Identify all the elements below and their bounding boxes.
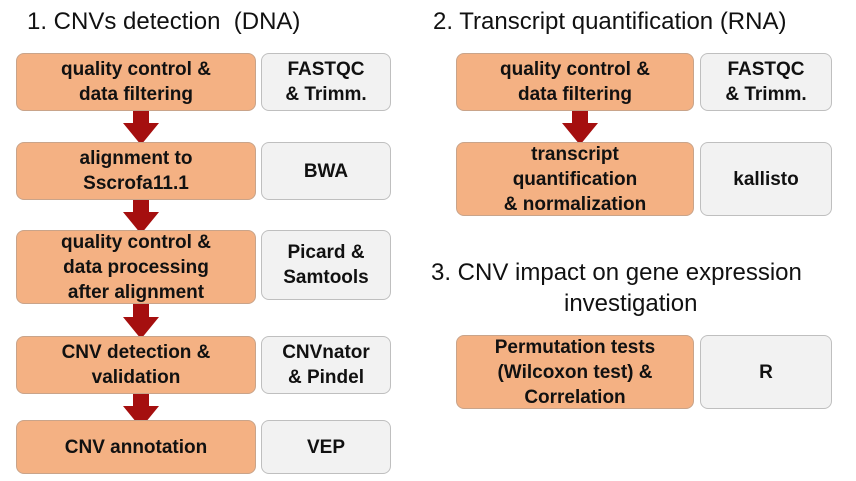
tool-box-fastqc: FASTQC & Trimm. [261,53,391,111]
step-box-cnv-detection: CNV detection & validation [16,336,256,394]
step-label: CNV annotation [64,436,208,458]
step-box-qc: quality control & data filtering [16,53,256,111]
tool-label: R [759,361,773,383]
tool-label: CNVnator & Pindel [282,342,370,388]
down-arrow-icon [123,301,159,339]
step-box-cnv-annotation: CNV annotation [16,420,256,474]
tool-label: VEP [306,436,346,458]
tool-label: kallisto [733,168,799,190]
step-box-rna-qc: quality control & data filtering [456,53,694,111]
down-arrow-icon [123,107,159,145]
tool-box-r: R [700,335,832,409]
tool-box-vep: VEP [261,420,391,474]
section1-title: 1. CNVs detection (DNA) [27,8,301,35]
step-box-qc-after-alignment: quality control & data processing after … [16,230,256,304]
step-box-permutation-tests: Permutation tests (Wilcoxon test) & Corr… [456,335,694,409]
step-label: alignment to Sscrofa11.1 [79,148,193,194]
step-label: CNV detection & validation [61,342,211,388]
step-label: quality control & data processing after … [61,231,211,303]
tool-box-kallisto: kallisto [700,142,832,216]
down-arrow-icon [123,390,159,428]
step-label: quality control & data filtering [500,59,650,105]
tool-label: FASTQC & Trimm. [725,59,807,105]
step-label: quality control & data filtering [61,59,211,105]
tool-label: Picard & Samtools [283,242,369,288]
step-box-transcript-quantification: transcript quantification & normalizatio… [456,142,694,216]
section2-title: 2. Transcript quantification (RNA) [433,8,787,35]
tool-box-rna-fastqc: FASTQC & Trimm. [700,53,832,111]
step-box-alignment: alignment to Sscrofa11.1 [16,142,256,200]
down-arrow-icon [123,196,159,234]
step-label: transcript quantification & normalizatio… [503,143,647,215]
section3-title-line2: investigation [564,290,698,317]
step-label: Permutation tests (Wilcoxon test) & Corr… [494,336,656,408]
tool-box-cnvnator-pindel: CNVnator & Pindel [261,336,391,394]
tool-box-bwa: BWA [261,142,391,200]
tool-box-picard-samtools: Picard & Samtools [261,230,391,300]
down-arrow-icon [562,107,598,145]
section3-title-line1: 3. CNV impact on gene expression [431,259,802,286]
tool-label: FASTQC & Trimm. [285,59,367,105]
tool-label: BWA [303,160,349,182]
